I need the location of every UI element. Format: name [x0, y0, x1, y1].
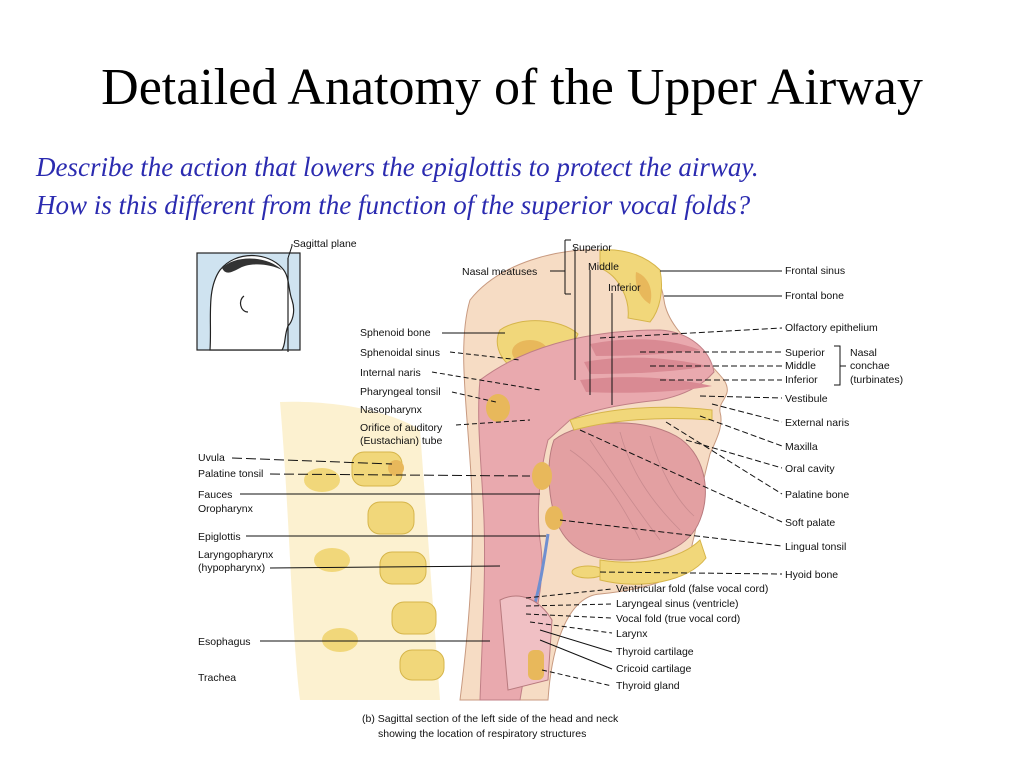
label-nasopharynx: Nasopharynx: [360, 404, 423, 416]
label-esophagus: Esophagus: [198, 636, 251, 648]
label-meatus-inferior: Inferior: [608, 282, 641, 294]
thyroid-gland-shape: [528, 650, 544, 680]
label-fauces: Fauces: [198, 489, 232, 501]
lingual-tonsil: [545, 506, 563, 530]
label-sphenoid-bone: Sphenoid bone: [360, 327, 431, 339]
label-uvula: Uvula: [198, 452, 225, 464]
label-internal-naris: Internal naris: [360, 367, 421, 379]
slide-title: Detailed Anatomy of the Upper Airway: [101, 59, 923, 116]
label-vocal-fold: Vocal fold (true vocal cord): [616, 613, 740, 625]
label-concha-middle: Middle: [785, 360, 816, 372]
hard-palate: [569, 406, 713, 431]
label-thyroid-gland: Thyroid gland: [616, 680, 680, 692]
label-meatus-superior: Superior: [572, 242, 612, 254]
label-vestibule: Vestibule: [785, 393, 828, 405]
label-concha-inferior: Inferior: [785, 374, 818, 386]
label-pharyngeal-tonsil: Pharyngeal tonsil: [360, 386, 441, 398]
label-laryngopharynx: Laryngopharynx: [198, 549, 274, 561]
inset-hair: [222, 258, 282, 273]
label-trachea: Trachea: [198, 672, 236, 684]
label-hyoid-bone: Hyoid bone: [785, 569, 838, 581]
label-meatus-middle: Middle: [588, 261, 619, 273]
label-larynx: Larynx: [616, 628, 648, 640]
mandible: [599, 539, 707, 585]
frontal-bone: [599, 249, 663, 323]
label-oral-cavity: Oral cavity: [785, 463, 835, 475]
label-nasal-meatuses: Nasal meatuses: [462, 266, 537, 278]
label-cricoid-cartilage: Cricoid cartilage: [616, 663, 691, 675]
diagram-caption-1: (b) Sagittal section of the left side of…: [362, 713, 619, 725]
question-text-2: How is this different from the function …: [36, 190, 751, 220]
diagram-caption-2: showing the location of respiratory stru…: [378, 728, 586, 740]
label-sphenoidal-sinus: Sphenoidal sinus: [360, 347, 440, 359]
label-external-naris: External naris: [785, 417, 849, 429]
tongue: [548, 422, 706, 561]
larynx-shape: [499, 595, 553, 691]
label-olfactory-epithelium: Olfactory epithelium: [785, 322, 878, 334]
label-frontal-bone: Frontal bone: [785, 290, 844, 302]
label-palatine-bone: Palatine bone: [785, 489, 849, 501]
label-epiglottis: Epiglottis: [198, 531, 241, 543]
pharyngeal-tonsil: [486, 394, 510, 422]
label-orifice-auditory-2: (Eustachian) tube: [360, 435, 442, 447]
label-laryngeal-sinus: Laryngeal sinus (ventricle): [616, 598, 739, 610]
label-orifice-auditory: Orifice of auditory: [360, 422, 443, 434]
label-palatine-tonsil: Palatine tonsil: [198, 468, 263, 480]
label-oropharynx: Oropharynx: [198, 503, 254, 515]
label-concha-superior: Superior: [785, 347, 825, 359]
label-ventricular-fold: Ventricular fold (false vocal cord): [616, 583, 768, 595]
label-nasal-conchae-2: conchae: [850, 360, 890, 372]
inferior-concha: [580, 377, 712, 393]
cervical-spine: [280, 401, 445, 700]
inset-head-outline: [209, 255, 295, 351]
label-nasal-conchae-3: (turbinates): [850, 374, 903, 386]
question-text-1: Describe the action that lowers the epig…: [36, 152, 759, 182]
label-soft-palate: Soft palate: [785, 517, 835, 529]
uvula-shape: [388, 460, 404, 476]
hyoid-bone-shape: [571, 565, 605, 579]
frontal-sinus: [635, 272, 652, 304]
label-maxilla: Maxilla: [785, 441, 818, 453]
label-nasal-conchae: Nasal: [850, 347, 877, 359]
palatine-tonsil: [532, 462, 552, 490]
label-laryngopharynx-2: (hypopharynx): [198, 562, 265, 574]
middle-concha: [584, 357, 708, 374]
label-thyroid-cartilage: Thyroid cartilage: [616, 646, 694, 658]
label-lingual-tonsil: Lingual tonsil: [785, 541, 846, 553]
inset-head-illustration: Sagittal plane: [196, 238, 357, 352]
label-sagittal-plane: Sagittal plane: [293, 238, 357, 250]
label-frontal-sinus: Frontal sinus: [785, 265, 845, 277]
